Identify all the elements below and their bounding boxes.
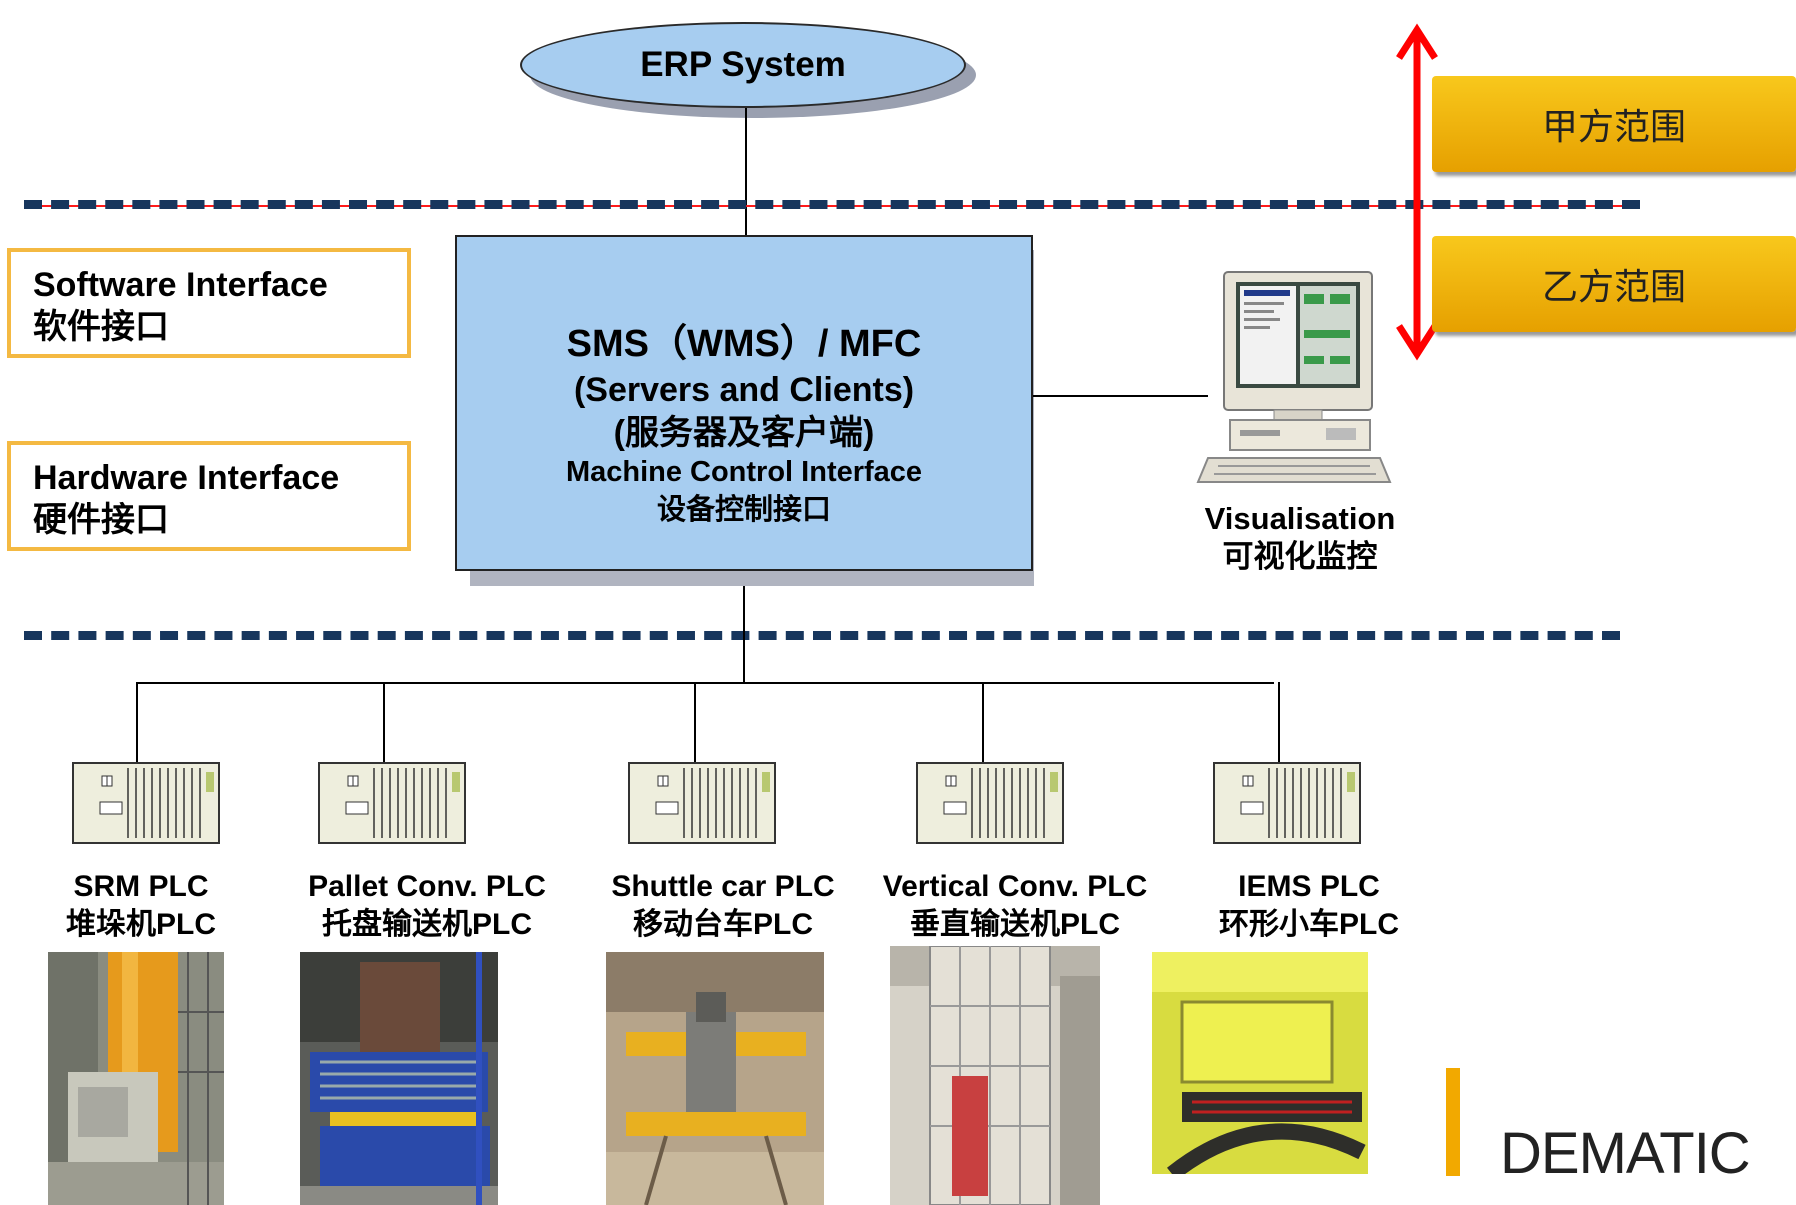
sms-bus-connector — [743, 586, 745, 682]
sms-server-node: SMS（WMS）/ MFC (Servers and Clients) (服务器… — [455, 235, 1033, 571]
hardware-boundary-dashed-line — [24, 631, 1620, 640]
iems-photo — [1152, 952, 1368, 1174]
party-a-scope-text: 甲方范围 — [1541, 106, 1686, 147]
srm-photo — [48, 952, 224, 1205]
plc-drop-iems — [1278, 682, 1280, 762]
visualisation-zh: 可视化监控 — [1222, 539, 1378, 574]
party-b-scope-label: 乙方范围 — [1432, 236, 1796, 332]
erp-label: ERP System — [640, 45, 846, 84]
erp-system-node: ERP System — [520, 22, 966, 108]
software-boundary-dashed-line — [24, 200, 1640, 209]
plc-label-vertical: Vertical Conv. PLC 垂直输送机PLC — [865, 868, 1165, 944]
erp-sms-connector — [745, 108, 747, 235]
sms-machine-control-zh: 设备控制接口 — [656, 494, 831, 526]
sms-visualisation-connector — [1033, 395, 1208, 397]
scope-double-arrow-icon — [1392, 22, 1442, 362]
computer-icon — [1190, 270, 1400, 485]
visualisation-en: Visualisation — [1204, 501, 1396, 536]
plc-label-en: Pallet Conv. PLC — [308, 870, 546, 903]
party-a-scope-label: 甲方范围 — [1432, 76, 1796, 172]
plc-drop-pallet — [383, 682, 385, 762]
plc-label-en: Vertical Conv. PLC — [882, 870, 1148, 903]
party-b-scope-text: 乙方范围 — [1541, 266, 1686, 307]
hardware-interface-zh: 硬件接口 — [33, 501, 169, 539]
plc-label-zh: 托盘输送机PLC — [322, 908, 532, 941]
sms-servers-clients-zh: (服务器及客户端) — [613, 414, 875, 452]
software-interface-en: Software Interface — [33, 266, 328, 304]
plc-label-en: IEMS PLC — [1238, 870, 1380, 903]
software-interface-box: Software Interface 软件接口 — [7, 248, 411, 358]
hardware-interface-en: Hardware Interface — [33, 459, 340, 497]
sms-title: SMS（WMS）/ MFC — [566, 323, 922, 365]
plc-label-zh: 移动台车PLC — [633, 908, 813, 941]
pallet-conveyor-photo — [300, 952, 498, 1205]
plc-rack-icon — [72, 762, 220, 849]
visualisation-label: Visualisation 可视化监控 — [1180, 500, 1420, 576]
plc-rack-icon — [916, 762, 1064, 849]
plc-label-zh: 环形小车PLC — [1219, 908, 1399, 941]
plc-label-en: Shuttle car PLC — [611, 870, 835, 903]
dematic-logo: DEMATIC — [1500, 1121, 1751, 1186]
plc-label-en: SRM PLC — [73, 870, 209, 903]
plc-label-pallet: Pallet Conv. PLC 托盘输送机PLC — [282, 868, 572, 944]
plc-drop-vertical — [982, 682, 984, 762]
plc-rack-icon — [628, 762, 776, 849]
plc-label-srm: SRM PLC 堆垛机PLC — [0, 868, 286, 944]
plc-label-iems: IEMS PLC 环形小车PLC — [1164, 868, 1454, 944]
dematic-logo-bar — [1446, 1068, 1460, 1176]
plc-drop-shuttle — [694, 682, 696, 762]
plc-drop-srm — [136, 682, 138, 762]
software-interface-zh: 软件接口 — [33, 308, 169, 346]
plc-bus-line — [136, 682, 1274, 684]
sms-machine-control: Machine Control Interface — [565, 456, 923, 488]
vertical-conveyor-photo — [890, 946, 1100, 1205]
hardware-interface-box: Hardware Interface 硬件接口 — [7, 441, 411, 551]
plc-rack-icon — [1213, 762, 1361, 849]
sms-servers-clients: (Servers and Clients) — [573, 371, 915, 409]
plc-label-zh: 垂直输送机PLC — [910, 908, 1120, 941]
plc-label-shuttle: Shuttle car PLC 移动台车PLC — [578, 868, 868, 944]
shuttle-car-photo — [606, 952, 824, 1205]
plc-rack-icon — [318, 762, 466, 849]
plc-label-zh: 堆垛机PLC — [66, 908, 216, 941]
